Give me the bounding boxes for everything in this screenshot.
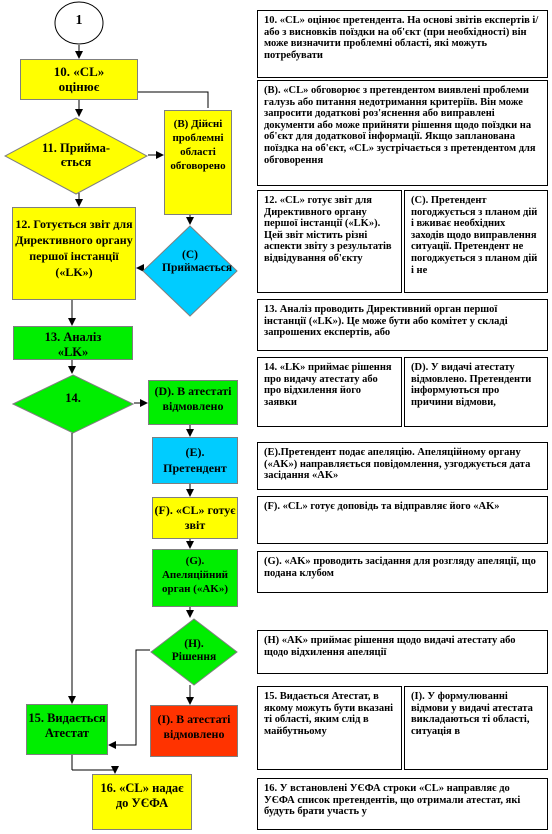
note-16: 16. У встановлені УЄФА строки «CL» напра… <box>257 778 548 830</box>
step-10-label: 10. «CL» оцінює <box>53 64 105 94</box>
arrow-h-15 <box>108 649 150 749</box>
note-12: 12. «CL» готує звіт для Директивного орг… <box>257 190 402 293</box>
note-c: (С). Претендент погоджується з планом ді… <box>404 190 548 293</box>
step-d-label: (D). В атестаті відмовлено <box>154 384 232 413</box>
step-f-report: (F). «CL» готує звіт <box>152 497 238 539</box>
decision-14: 14. <box>12 374 134 434</box>
step-g-appeal-body: (G). Апеляційний орган («AK») <box>152 549 238 607</box>
decision-14-label: 14. <box>65 391 81 405</box>
note-10: 10. «CL» оцінює претендента. На основі з… <box>257 10 548 78</box>
decision-h-label: (Н). Рішення <box>171 638 217 663</box>
decision-c-label: (С) Приймається <box>162 249 233 274</box>
note-15: 15. Видається Атестат, в якому можуть бу… <box>257 686 402 770</box>
note-b: (В). «CL» обговорює з претендентом виявл… <box>257 80 548 186</box>
note-f: (F). «CL» готує доповідь та відправляє й… <box>257 496 548 544</box>
start-label: 1 <box>75 13 83 28</box>
step-15-issued: 15. Видається Атестат <box>26 704 108 755</box>
decision-c-accepted: (С) Приймається <box>142 225 238 317</box>
step-12-label: 12. Готується звіт для Директивного орга… <box>15 217 133 279</box>
note-e: (Е).Претендент подає апеляцію. Апеляційн… <box>257 442 548 490</box>
note-i: (I). У формулюванні відмови у видачі ате… <box>404 686 548 770</box>
step-i-label: (I). В атестаті відмовлено <box>157 712 231 741</box>
decision-11-accepted: 11. Прийма-ється <box>4 117 148 195</box>
step-b-label: (В) Дійсні проблемні області обговорено <box>170 118 226 172</box>
note-g: (G). «AK» проводить засідання для розгля… <box>257 551 548 593</box>
step-12-report: 12. Готується звіт для Директивного орга… <box>12 207 136 300</box>
step-16-uefa: 16. «CL» надає до УЄФА <box>92 774 192 830</box>
step-10-assess: 10. «CL» оцінює <box>20 59 138 100</box>
step-i-refused: (I). В атестаті відмовлено <box>150 705 238 757</box>
step-d-refused: (D). В атестаті відмовлено <box>148 380 238 425</box>
step-f-label: (F). «CL» готує звіт <box>154 503 236 532</box>
step-13-label: 13. Аналіз «LK» <box>44 330 102 359</box>
arrow-15-16 <box>72 766 119 774</box>
note-14: 14. «LK» приймає рішення про видачу атес… <box>257 357 402 427</box>
note-d: (D). У видачі атестату відмовлено. Прете… <box>404 357 548 427</box>
step-15-label: 15. Видається Атестат <box>28 711 106 740</box>
note-h: (Н) «AK» приймає рішення щодо видачі ате… <box>257 630 548 674</box>
step-16-label: 16. «CL» надає до УЄФА <box>100 781 184 810</box>
start-node: 1 <box>53 0 105 46</box>
decision-11-label: 11. Прийма-ється <box>42 141 110 169</box>
step-e-label: (Е). Претендент <box>163 445 227 475</box>
step-g-label: (G). Апеляційний орган («AK») <box>161 555 229 595</box>
step-e-applicant: (Е). Претендент <box>152 437 238 484</box>
decision-h: (Н). Рішення <box>150 618 238 686</box>
step-13-analysis: 13. Аналіз «LK» <box>13 326 133 360</box>
note-13: 13. Аналіз проводить Директивний орган п… <box>257 299 548 351</box>
step-b-discussed: (В) Дійсні проблемні області обговорено <box>164 110 232 215</box>
